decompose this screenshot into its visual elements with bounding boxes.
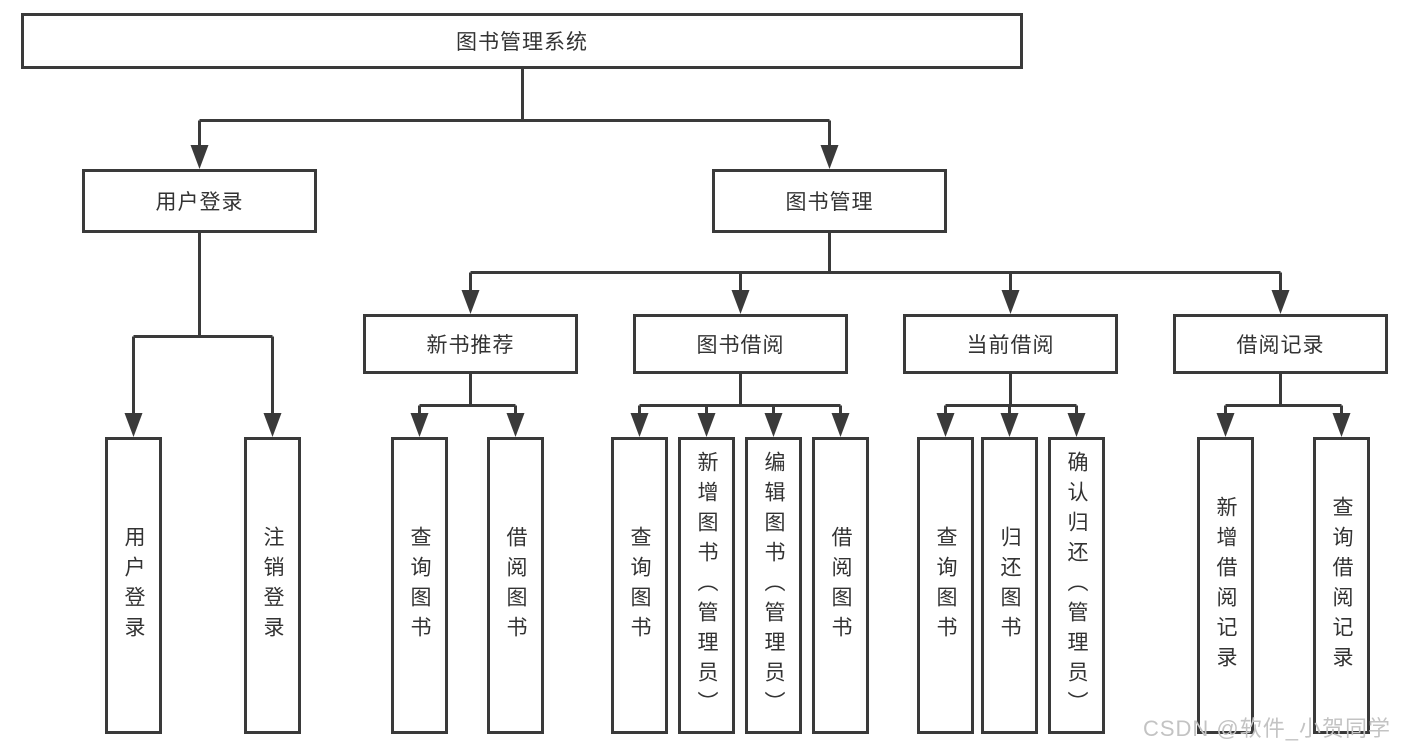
node-current-borrowing: 当前借阅 xyxy=(903,314,1118,374)
node-library-system: 图书管理系统 xyxy=(21,13,1023,69)
node-label: 查询借阅记录 xyxy=(1330,495,1353,676)
node-book-management: 图书管理 xyxy=(712,169,947,233)
arrow-down-icon xyxy=(461,290,480,314)
node-label: 图书管理 xyxy=(785,191,874,214)
arrow-down-icon xyxy=(1001,290,1020,314)
node-leaf-borrow-books: 借阅图书 xyxy=(812,437,869,734)
connector-new-book-group xyxy=(418,374,517,418)
arrow-down-icon xyxy=(1332,413,1351,437)
arrow-down-icon xyxy=(263,413,282,437)
arrow-down-icon xyxy=(936,413,955,437)
node-user-login: 用户登录 xyxy=(82,169,317,233)
node-label: 借阅图书 xyxy=(829,525,852,646)
node-leaf-add-books-admin: 新增图书（管理员） xyxy=(678,437,735,734)
arrow-down-icon xyxy=(630,413,649,437)
node-label: 查询图书 xyxy=(628,525,651,646)
connector-root-to-level2 xyxy=(198,69,831,150)
arrow-down-icon xyxy=(124,413,143,437)
node-book-borrowing: 图书借阅 xyxy=(633,314,848,374)
watermark-text: CSDN @软件_小贺同学 xyxy=(1142,716,1391,741)
node-label: 用户登录 xyxy=(155,191,244,214)
node-label: 图书借阅 xyxy=(696,334,785,357)
node-leaf-borrow-books-recommend: 借阅图书 xyxy=(487,437,544,734)
node-label: 借阅图书 xyxy=(504,525,527,646)
node-label: 编辑图书（管理员） xyxy=(762,450,785,721)
node-label: 查询图书 xyxy=(934,525,957,646)
connector-records-group xyxy=(1224,374,1343,418)
node-leaf-add-borrow-record: 新增借阅记录 xyxy=(1197,437,1254,734)
arrow-down-icon xyxy=(1067,413,1086,437)
node-label: 新书推荐 xyxy=(426,334,515,357)
arrow-down-icon xyxy=(831,413,850,437)
node-borrowing-records: 借阅记录 xyxy=(1173,314,1388,374)
arrow-down-icon xyxy=(1271,290,1290,314)
arrow-down-icon xyxy=(697,413,716,437)
arrow-down-icon xyxy=(764,413,783,437)
node-leaf-logout: 注销登录 xyxy=(244,437,301,734)
node-label: 新增图书（管理员） xyxy=(695,450,718,721)
arrowheads xyxy=(124,145,1351,437)
node-label: 图书管理系统 xyxy=(456,31,588,54)
node-leaf-return-books: 归还图书 xyxy=(981,437,1038,734)
arrow-down-icon xyxy=(1216,413,1235,437)
node-label: 确认归还（管理员） xyxy=(1065,450,1088,721)
node-leaf-query-borrow-record: 查询借阅记录 xyxy=(1313,437,1370,734)
arrow-down-icon xyxy=(731,290,750,314)
node-label: 查询图书 xyxy=(408,525,431,646)
node-leaf-query-books-borrowing: 查询图书 xyxy=(611,437,668,734)
node-leaf-query-books-current: 查询图书 xyxy=(917,437,974,734)
arrow-down-icon xyxy=(506,413,525,437)
node-leaf-confirm-return-admin: 确认归还（管理员） xyxy=(1048,437,1105,734)
node-leaf-query-books-recommend: 查询图书 xyxy=(391,437,448,734)
connector-borrowing-group xyxy=(638,374,842,418)
node-label: 注销登录 xyxy=(261,525,284,646)
connector-current-group xyxy=(944,374,1078,418)
arrow-down-icon xyxy=(820,145,839,169)
node-label: 新增借阅记录 xyxy=(1214,495,1237,676)
connector-book-mgmt-to-level3 xyxy=(469,233,1282,295)
connector-user-login-group xyxy=(132,233,274,418)
arrow-down-icon xyxy=(410,413,429,437)
node-new-book-recommendation: 新书推荐 xyxy=(363,314,578,374)
node-label: 借阅记录 xyxy=(1236,334,1325,357)
node-leaf-edit-books-admin: 编辑图书（管理员） xyxy=(745,437,802,734)
arrow-down-icon xyxy=(1000,413,1019,437)
node-leaf-user-login: 用户登录 xyxy=(105,437,162,734)
node-label: 用户登录 xyxy=(122,525,145,646)
arrow-down-icon xyxy=(190,145,209,169)
node-label: 当前借阅 xyxy=(966,334,1055,357)
node-label: 归还图书 xyxy=(998,525,1021,646)
